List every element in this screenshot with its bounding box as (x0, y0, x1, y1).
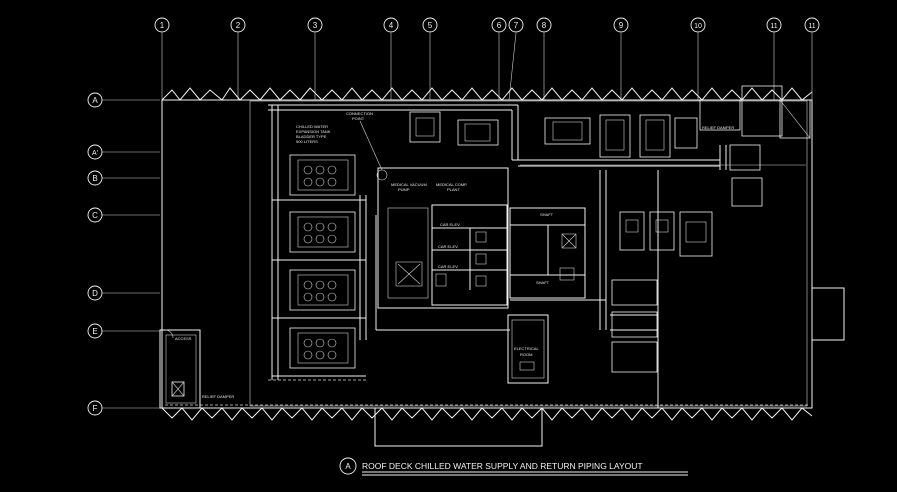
grid-label: C (92, 211, 98, 220)
piping (268, 104, 727, 381)
chiller-1 (289, 154, 356, 196)
ahu-top-5 (639, 114, 671, 158)
medical-comp-label-2: PLANT (447, 187, 460, 192)
grid-label: 8 (542, 21, 547, 30)
drawing-title: A ROOF DECK CHILLED WATER SUPPLY AND RET… (339, 457, 688, 476)
grid-bubble-D: D (87, 285, 103, 301)
grid-label: 11 (808, 23, 815, 30)
air-handling-units: RELIEF DAMPER (409, 85, 811, 373)
grid-label: 1 (160, 21, 165, 30)
ahu-low-3 (611, 341, 658, 373)
ahu-top-3 (544, 117, 591, 145)
grid-bubble-11a: 11 (766, 17, 782, 33)
grid-bubble-2: 2 (230, 17, 246, 33)
electrical-room-label-2: ROOM (520, 352, 532, 357)
ahu-top-1 (457, 119, 499, 146)
ahu-mid-2 (649, 211, 675, 251)
grid-bubble-7: 7 (508, 17, 524, 33)
grid-bubble-B: B (87, 170, 103, 186)
ahu-top-2 (409, 111, 441, 143)
grid-label: 9 (619, 21, 624, 30)
grid-label: E (92, 327, 97, 336)
car-elevator-label: CAR ELEV. (440, 222, 461, 227)
row-grid: A A' B C D E F (87, 92, 160, 416)
grid-bubble-1: 1 (154, 17, 170, 33)
grid-label: 11 (770, 23, 777, 30)
grid-bubble-A: A (87, 92, 103, 108)
grid-label: F (93, 404, 98, 413)
drawing-title-text: ROOF DECK CHILLED WATER SUPPLY AND RETUR… (362, 461, 643, 471)
grid-bubble-4: 4 (383, 17, 399, 33)
column-grid: 1 2 3 4 5 6 7 8 9 10 11 11 (154, 17, 820, 101)
grid-label: 3 (313, 21, 318, 30)
grid-label: B (92, 174, 97, 183)
expansion-tank-label-4: 500 LITERS (296, 139, 318, 144)
grid-bubble-10: 10 (690, 17, 706, 33)
ahu-right-2 (731, 177, 763, 207)
connection-point-label: CONNECTION (346, 111, 373, 116)
ahu-mid-3 (679, 211, 713, 257)
ahu-low-1 (611, 279, 658, 306)
car-elevator-label: CAR ELEV. (438, 264, 459, 269)
grid-bubble-8: 8 (536, 17, 552, 33)
grid-label: 5 (428, 21, 433, 30)
grid-label: A (92, 96, 98, 105)
core: CAR ELEV. CAR ELEV. CAR ELEV. MEDICAL VA… (377, 167, 586, 309)
grid-label: D (92, 289, 98, 298)
grid-bubble-E: E (87, 323, 103, 339)
expansion-tank-label: CHILLED WATER (296, 124, 328, 129)
shaft-label-1: SHAFT (540, 212, 554, 217)
grid-bubble-C: C (87, 207, 103, 223)
ahu-low-2 (611, 311, 658, 338)
ahu-mid-1 (619, 211, 645, 251)
medical-vacuum-label-2: PUMP (398, 187, 410, 192)
grid-bubble-F: F (87, 400, 103, 416)
electrical-room: ELECTRICAL ROOM (507, 314, 549, 384)
ahu-top-9 (779, 99, 811, 139)
grid-label: 7 (514, 21, 519, 30)
grid-label: 10 (694, 23, 702, 30)
ahu-right-1 (729, 144, 761, 171)
building-outline (161, 99, 845, 447)
chiller-3 (289, 269, 356, 311)
medical-vacuum-label: MEDICAL VACUUM (391, 182, 427, 187)
ahu-top-7 (699, 99, 741, 131)
grid-bubble-3: 3 (307, 17, 323, 33)
grid-label: A' (92, 150, 98, 157)
shaft-label-2: SHAFT (536, 280, 550, 285)
electrical-room-label: ELECTRICAL (514, 346, 539, 351)
relief-damper-label-1: RELIEF DAMPER (202, 394, 234, 399)
grid-label: 6 (497, 21, 502, 30)
title-marker: A (345, 462, 351, 471)
grid-bubble-A-prime: A' (87, 144, 103, 160)
grid-bubble-11b: 11 (804, 17, 820, 33)
connection-point-label-2: POINT (352, 116, 365, 121)
svg-text:ACCESS: ACCESS (175, 336, 192, 341)
ahu-top-6 (674, 117, 698, 149)
break-lines (161, 87, 813, 421)
car-elevator-label: CAR ELEV. (438, 244, 459, 249)
grid-bubble-6: 6 (491, 17, 507, 33)
chiller-2 (289, 211, 356, 253)
grid-label: 4 (389, 21, 394, 30)
left-room: ACCESS RELIEF DAMPER (159, 329, 234, 409)
expansion-tank-label-2: EXPANSION TANK (296, 129, 331, 134)
grid-bubble-9: 9 (613, 17, 629, 33)
medical-comp-label: MEDICAL COMP. (436, 182, 467, 187)
expansion-tank-label-3: BLADDER TYPE (296, 134, 327, 139)
chillers: CHILLED WATER EXPANSION TANK BLADDER TYP… (289, 111, 388, 369)
grid-bubble-5: 5 (422, 17, 438, 33)
relief-damper-label-2: RELIEF DAMPER (702, 125, 734, 130)
ahu-top-4 (599, 114, 631, 158)
chiller-4 (289, 327, 356, 369)
grid-label: 2 (236, 21, 241, 30)
ahu-top-8 (741, 85, 783, 137)
